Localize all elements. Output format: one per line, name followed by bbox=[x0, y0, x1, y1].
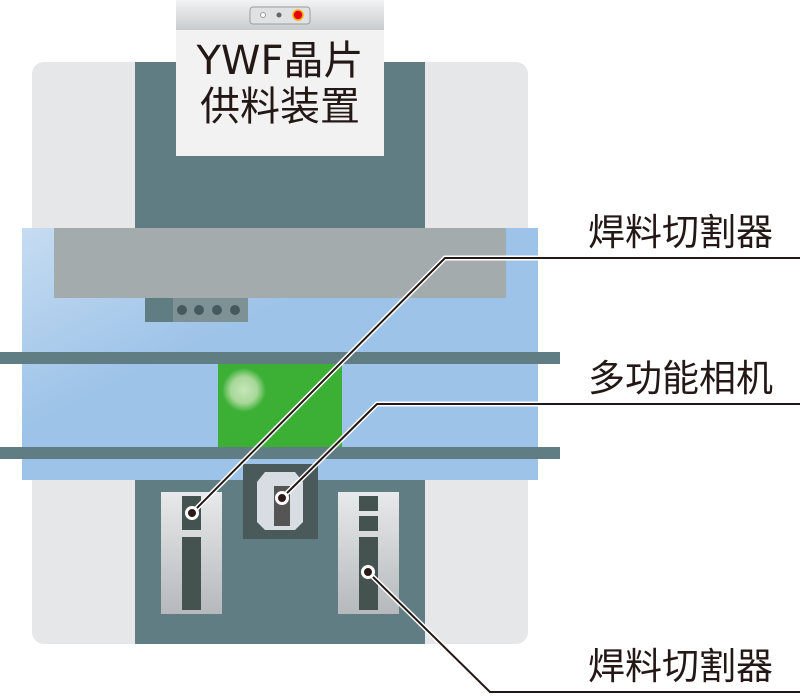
callout-solder-cutter-bottom: 焊料切割器 bbox=[588, 645, 773, 688]
feeder-title-line2: 供料装置 bbox=[200, 84, 360, 130]
feeder-display bbox=[176, 0, 384, 156]
pcb-board bbox=[218, 364, 342, 447]
leader-dots bbox=[185, 491, 375, 579]
leader-lines bbox=[190, 255, 800, 695]
feeder-title: YWF晶片 供料装置 bbox=[176, 38, 384, 130]
feeder-title-line1: YWF晶片 bbox=[196, 38, 364, 84]
rails bbox=[0, 352, 560, 459]
callout-solder-cutter-top: 焊料切割器 bbox=[588, 211, 773, 254]
callout-multi-function-camera: 多功能相机 bbox=[588, 357, 773, 400]
